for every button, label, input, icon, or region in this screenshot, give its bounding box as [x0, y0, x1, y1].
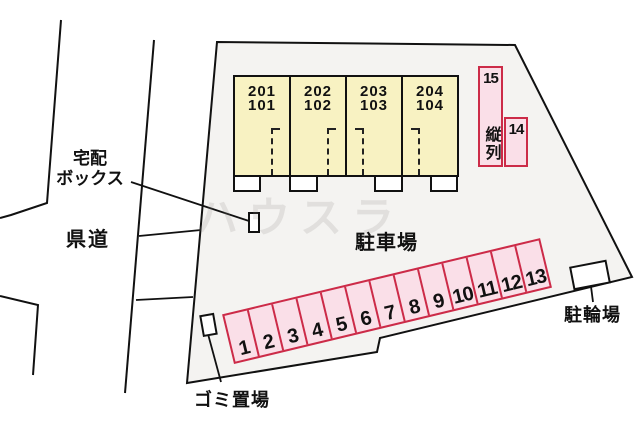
apartment-building: 201 101 202 102 203 103 204 104	[233, 75, 459, 177]
building-unit-4: 204 104	[403, 77, 457, 175]
building-unit-3: 203 103	[347, 77, 403, 175]
garbage-area-leader-line	[207, 333, 222, 383]
prefectural-road-label: 県道	[66, 229, 110, 251]
entrance-porch-1	[233, 175, 261, 192]
unit-1-upper-number: 201	[247, 83, 277, 100]
bicycle-parking-shape	[569, 259, 611, 291]
road-crossing-line-upper	[138, 229, 202, 237]
stall-number: 6	[358, 307, 374, 331]
stall-number: 9	[431, 289, 447, 314]
unit-4-lower-number: 104	[415, 97, 445, 114]
stall-number: 4	[309, 318, 325, 343]
stall-number: 7	[382, 301, 398, 326]
entrance-porch-2	[289, 175, 318, 192]
unit-1-room-numbers: 201 101	[235, 83, 289, 114]
stair-dashed-outline	[271, 128, 280, 175]
road-center-edge-line	[124, 39, 155, 394]
stall-number: 5	[333, 312, 349, 337]
unit-3-lower-number: 103	[359, 97, 389, 114]
stall-number: 13	[523, 265, 549, 292]
tandem-stall-14: 14	[504, 117, 528, 167]
tandem-label: 縦列	[482, 126, 500, 162]
tandem-stall-14-number: 14	[508, 121, 525, 138]
delivery-box-label-line2: ボックス	[56, 169, 124, 188]
stall-number: 3	[285, 324, 301, 349]
building-unit-1: 201 101	[235, 77, 291, 175]
stall-number: 1	[236, 336, 252, 361]
delivery-box-shape	[248, 212, 260, 233]
tandem-stall-15-number: 15	[483, 70, 499, 87]
stall-number: 2	[260, 330, 276, 355]
garbage-area-shape-group	[199, 312, 218, 338]
delivery-box-label: 宅配 ボックス	[46, 149, 134, 189]
bicycle-parking-shape-group	[569, 259, 611, 291]
unit-3-upper-number: 203	[359, 83, 389, 100]
road-far-left-edge-line	[0, 19, 62, 219]
entrance-porch-4	[430, 175, 458, 192]
bicycle-parking-label: 駐輪場	[564, 305, 621, 325]
road-left-parcel-corner-line	[0, 295, 40, 376]
stall-number: 10	[450, 282, 476, 309]
building-unit-2: 202 102	[291, 77, 347, 175]
unit-2-lower-number: 102	[303, 97, 333, 114]
garbage-area-label: ゴミ置場	[194, 390, 270, 410]
unit-2-room-numbers: 202 102	[291, 83, 345, 114]
entrance-porch-3	[374, 175, 403, 192]
road-crossing-line-lower	[135, 296, 194, 301]
stair-dashed-outline	[411, 128, 420, 175]
garbage-area-shape	[199, 312, 218, 338]
unit-4-upper-number: 204	[415, 83, 445, 100]
unit-2-upper-number: 202	[303, 83, 333, 100]
stall-number: 11	[475, 276, 500, 303]
delivery-box-leader-line	[130, 181, 250, 222]
tandem-stall-15: 15 縦列	[478, 66, 503, 167]
unit-4-room-numbers: 204 104	[403, 83, 457, 114]
stall-number: 8	[406, 295, 422, 320]
stair-dashed-outline	[327, 128, 336, 175]
parking-lot-label: 駐車場	[355, 232, 418, 254]
stair-dashed-outline	[355, 128, 364, 175]
stall-number: 12	[499, 270, 524, 298]
delivery-box-label-line1: 宅配	[73, 149, 107, 168]
unit-3-room-numbers: 203 103	[347, 83, 401, 114]
unit-1-lower-number: 101	[247, 97, 277, 114]
